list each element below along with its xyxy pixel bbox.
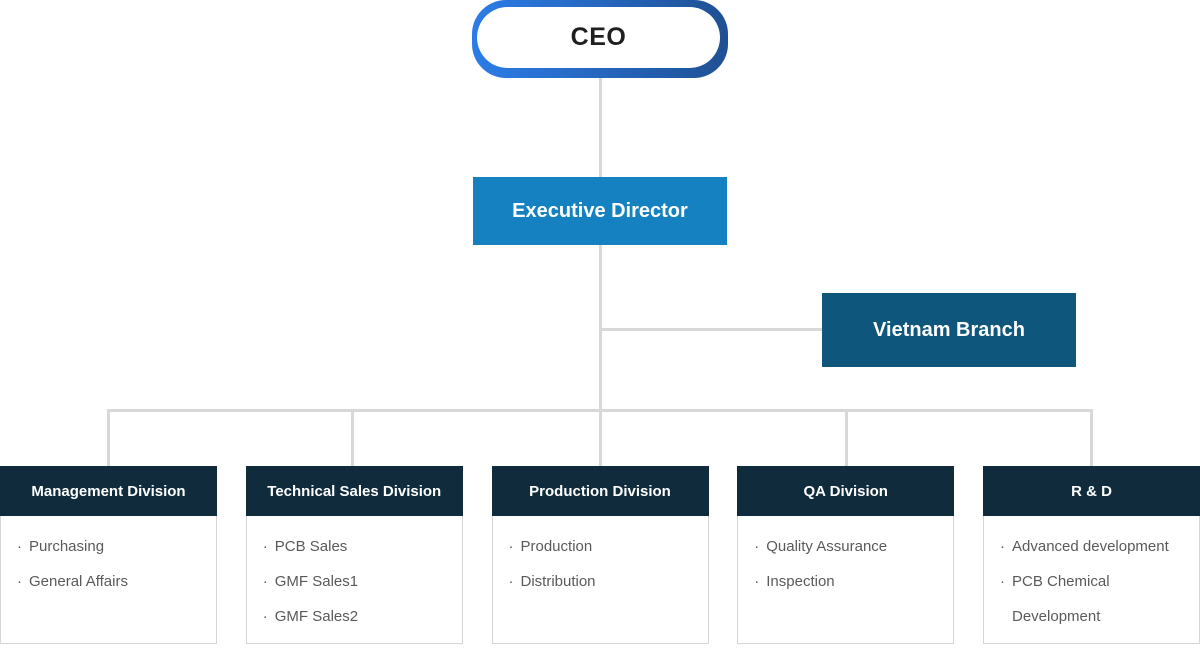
- division-card-management-division: Management Division · Purchasing · General …: [0, 466, 217, 644]
- connector-to-vietnam-branch: [600, 328, 822, 331]
- division-item: · Advanced development: [1000, 529, 1189, 564]
- division-header: Management Division: [0, 466, 217, 516]
- division-item: · GMF Sales2: [263, 599, 452, 634]
- division-item-label: Advanced development: [1012, 538, 1169, 555]
- bullet-dot: ·: [262, 573, 268, 590]
- executive-director-node: Executive Director: [473, 177, 727, 245]
- division-label: Management Division: [31, 482, 186, 500]
- division-list: · Production · Distribution: [491, 516, 709, 644]
- bullet-dot: ·: [508, 538, 514, 555]
- ceo-node: CEO: [472, 0, 728, 78]
- bullet-dot: ·: [17, 538, 22, 555]
- division-item: · Quality Assurance: [754, 529, 943, 564]
- division-item-label: GMF Sales1: [274, 573, 359, 590]
- division-item: · GMF Sales1: [263, 564, 452, 599]
- division-list: · Purchasing · General Affairs: [0, 516, 217, 644]
- connector-drop-qa: [845, 409, 848, 466]
- division-card-production-division: Production Division · Production · Distribu…: [491, 466, 709, 644]
- bullet-dot: ·: [1000, 538, 1005, 555]
- bullet-dot: ·: [262, 538, 268, 555]
- connector-drop-rnd: [1090, 409, 1093, 466]
- bullet-dot: ·: [754, 573, 760, 590]
- division-list: · Advanced development · PCB Chemical Devel…: [983, 516, 1200, 644]
- division-item: · Distribution: [509, 564, 698, 599]
- division-item: · Purchasing: [17, 529, 206, 564]
- division-item-label: Purchasing: [29, 538, 105, 555]
- division-item-label: Quality Assurance: [766, 538, 888, 555]
- division-header: Production Division: [491, 466, 709, 516]
- connector-executive-to-divisions: [599, 245, 602, 466]
- vietnam-branch-node: Vietnam Branch: [822, 293, 1076, 367]
- division-card-r-d: R & D · Advanced development · PCB Chemical…: [983, 466, 1200, 644]
- division-header: Technical Sales Division: [245, 466, 463, 516]
- division-label: Production Division: [529, 482, 671, 500]
- division-item: · Production: [509, 529, 698, 564]
- division-list: · Quality Assurance · Inspection: [737, 516, 955, 644]
- division-label: QA Division: [803, 482, 888, 500]
- bullet-dot: ·: [262, 608, 268, 625]
- division-item-label: Inspection: [766, 573, 835, 590]
- division-list: · PCB Sales · GMF Sales1 · GMF Sales2: [245, 516, 463, 644]
- division-header: QA Division: [737, 466, 955, 516]
- division-item: · General Affairs: [17, 564, 206, 599]
- division-card-technical-sales-division: Technical Sales Division · PCB Sales · GMF …: [245, 466, 463, 644]
- bullet-dot: ·: [754, 538, 760, 555]
- division-item-label: PCB Sales: [274, 538, 348, 555]
- division-item-label: General Affairs: [29, 573, 128, 590]
- connector-divisions-horizontal: [107, 409, 1093, 412]
- bullet-dot: ·: [17, 573, 22, 590]
- division-item: · PCB Chemical Development: [1000, 564, 1189, 634]
- ceo-node-inner: CEO: [477, 7, 720, 68]
- division-item-label: Distribution: [520, 573, 596, 590]
- ceo-label: CEO: [570, 23, 627, 51]
- division-card-qa-division: QA Division · Quality Assurance · Inspectio…: [737, 466, 955, 644]
- vietnam-branch-label: Vietnam Branch: [873, 318, 1025, 341]
- division-label: R & D: [1071, 482, 1112, 500]
- division-header: R & D: [983, 466, 1200, 516]
- connector-ceo-to-executive: [599, 78, 602, 177]
- division-item: · Inspection: [754, 564, 943, 599]
- executive-director-label: Executive Director: [512, 199, 688, 222]
- division-item-label: GMF Sales2: [274, 608, 359, 625]
- bullet-dot: ·: [508, 573, 514, 590]
- connector-drop-management: [107, 409, 110, 466]
- division-label: Technical Sales Division: [267, 482, 442, 500]
- bullet-dot: ·: [1000, 573, 1005, 590]
- connector-drop-technical-sales: [351, 409, 354, 466]
- division-item: · PCB Sales: [263, 529, 452, 564]
- division-item-label: PCB Chemical Development: [1012, 573, 1110, 625]
- division-item-label: Production: [520, 538, 593, 555]
- divisions-row: Management Division · Purchasing · General …: [0, 466, 1200, 644]
